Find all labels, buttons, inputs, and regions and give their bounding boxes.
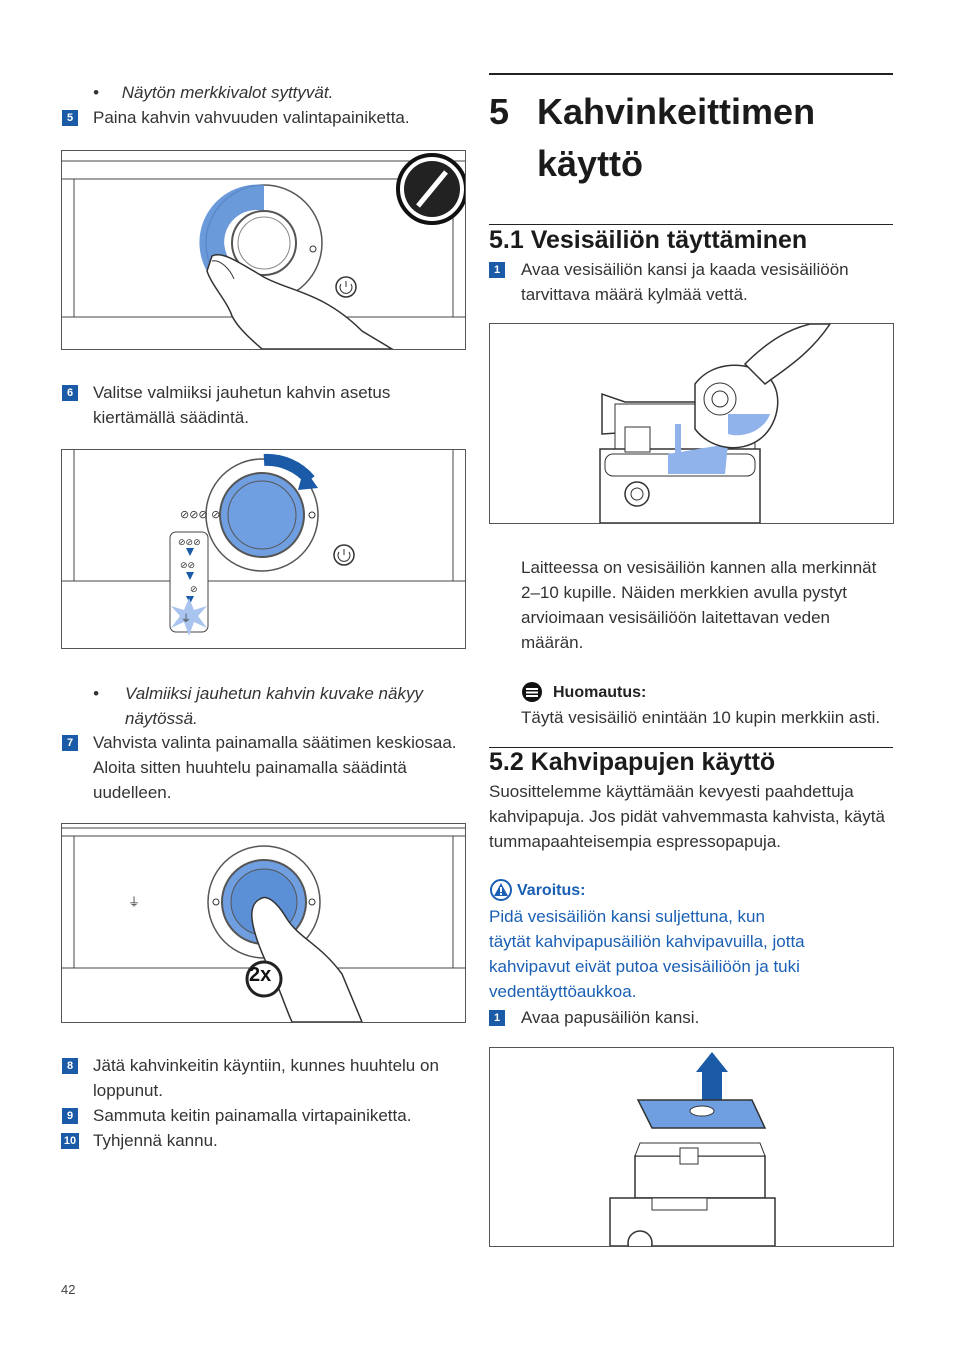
warning-line-2: täytät kahvipapusäiliön kahvipavuilla, j… (489, 932, 805, 951)
bullet-text: Näytön merkkivalot syttyvät. (121, 83, 334, 102)
step-number-10: 10 (61, 1133, 79, 1149)
step-number-8: 8 (62, 1058, 78, 1074)
note-icon (521, 681, 543, 703)
s52-para-line-3: tummapaahteisempia espressopapuja. (489, 832, 782, 851)
s51-step-number-1: 1 (489, 262, 505, 278)
section-5-1-title: 5.1 Vesisäiliön täyttäminen (489, 226, 808, 254)
chapter-top-rule (489, 73, 893, 75)
step-7-text: Vahvista valinta painamalla säätimen kes… (93, 730, 457, 805)
s51-para-line-3: arvioimaan vesisäiliöön laitettavan vede… (521, 608, 831, 627)
figure-ground-coffee-dial: ⊘⊘⊘ ⊘ ⊘⊘⊘ ⊘⊘ ⊘ ⏚ (61, 449, 466, 649)
section-5-2-title: 5.2 Kahvipapujen käyttö (489, 748, 776, 776)
bullet-dot: • (93, 684, 99, 703)
step-8-text: Jätä kahvinkeitin käyntiin, kunnes huuht… (93, 1053, 439, 1103)
warning-icon (489, 879, 513, 901)
svg-text:⊘⊘: ⊘⊘ (180, 561, 195, 571)
svg-text:⊘⊘⊘ ⊘: ⊘⊘⊘ ⊘ (180, 508, 220, 521)
note-label: Huomautus: (553, 684, 647, 701)
warning-label: Varoitus: (517, 882, 586, 899)
s52-paragraph: Suosittelemme käyttämään kevyesti paahde… (489, 779, 885, 854)
s52-step-1-text: Avaa papusäiliön kansi. (521, 1008, 700, 1027)
chapter-title-line-1: Kahvinkeittimen (537, 91, 816, 132)
s52-para-line-1: Suosittelemme käyttämään kevyesti paahde… (489, 782, 854, 801)
s51-paragraph: Laitteessa on vesisäiliön kannen alla me… (521, 555, 876, 655)
step-5-text: Paina kahvin vahvuuden valintapainiketta… (93, 108, 410, 127)
warning-line-3: kahvipavut eivät putoa vesisäiliöön ja t… (489, 957, 800, 976)
svg-text:⊘⊘⊘: ⊘⊘⊘ (178, 538, 201, 548)
step-6-line-1: Valitse valmiiksi jauhetun kahvin asetus (93, 383, 391, 402)
figure-open-bean-lid (489, 1047, 894, 1247)
bullet-ground-coffee-icon: • Valmiiksi jauhetun kahvin kuvake näkyy… (93, 681, 423, 728)
step-number-9: 9 (62, 1108, 78, 1124)
bullet-display-lights: • Näytön merkkivalot syttyvät. (93, 80, 333, 105)
s51-step-1-text: Avaa vesisäiliön kansi ja kaada vesisäil… (521, 257, 849, 307)
note-text: Täytä vesisäiliö enintään 10 kupin merkk… (521, 708, 881, 727)
press-twice-badge: 2x (249, 964, 272, 986)
section-5-2-rule (489, 747, 893, 748)
warning-text: Pidä vesisäiliön kansi suljettuna, kun t… (489, 904, 805, 1004)
bullet-2-line-1: Valmiiksi jauhetun kahvin kuvake näkyy (125, 684, 423, 703)
figure-strength-button (61, 150, 466, 350)
bullet-2-line-2: näytössä. (125, 709, 198, 728)
step-7-line-1: Vahvista valinta painamalla säätimen kes… (93, 733, 457, 752)
s51-para-line-1: Laitteessa on vesisäiliön kannen alla me… (521, 558, 877, 577)
step-7-line-3: uudelleen. (93, 783, 172, 802)
step-10-text: Tyhjennä kannu. (93, 1131, 218, 1150)
chapter-title-line-2: käyttö (537, 143, 644, 184)
s51-step-1-line-2: tarvittava määrä kylmää vettä. (521, 285, 748, 304)
step-7-line-2: Aloita sitten huuhtelu painamalla säädin… (93, 758, 407, 777)
step-6-text: Valitse valmiiksi jauhetun kahvin asetus… (93, 380, 390, 430)
step-number-6: 6 (62, 385, 78, 401)
figure-press-dial-twice: ⏚ 2x (61, 823, 466, 1023)
step-6-line-2: kiertämällä säädintä. (93, 408, 249, 427)
step-8-line-1: Jätä kahvinkeitin käyntiin, kunnes huuht… (93, 1056, 439, 1075)
page-number: 42 (61, 1282, 76, 1297)
warning-line-1: Pidä vesisäiliön kansi suljettuna, kun (489, 907, 765, 926)
step-9-text: Sammuta keitin painamalla virtapainikett… (93, 1106, 412, 1125)
step-number-7: 7 (62, 735, 78, 751)
s52-para-line-2: kahvipapuja. Jos pidät vahvemmasta kahvi… (489, 807, 885, 826)
s52-step-number-1: 1 (489, 1010, 505, 1026)
figure-fill-water-tank (489, 323, 894, 524)
step-number-5: 5 (62, 110, 78, 126)
svg-text:⏚: ⏚ (181, 613, 191, 625)
bullet-dot: • (93, 83, 99, 102)
svg-text:⊘: ⊘ (190, 585, 198, 595)
svg-text:⏚: ⏚ (128, 895, 140, 909)
s51-step-1-line-1: Avaa vesisäiliön kansi ja kaada vesisäil… (521, 260, 849, 279)
s51-para-line-2: 2–10 kupille. Näiden merkkien avulla pys… (521, 583, 848, 602)
step-8-line-2: loppunut. (93, 1081, 163, 1100)
section-5-1-rule (489, 224, 893, 225)
warning-line-4: vedentäyttöaukkoa. (489, 982, 637, 1001)
s51-para-line-4: määrän. (521, 633, 584, 652)
chapter-number: 5 (489, 91, 510, 132)
chapter-title: 5 Kahvinkeittimen käyttö (489, 86, 815, 184)
